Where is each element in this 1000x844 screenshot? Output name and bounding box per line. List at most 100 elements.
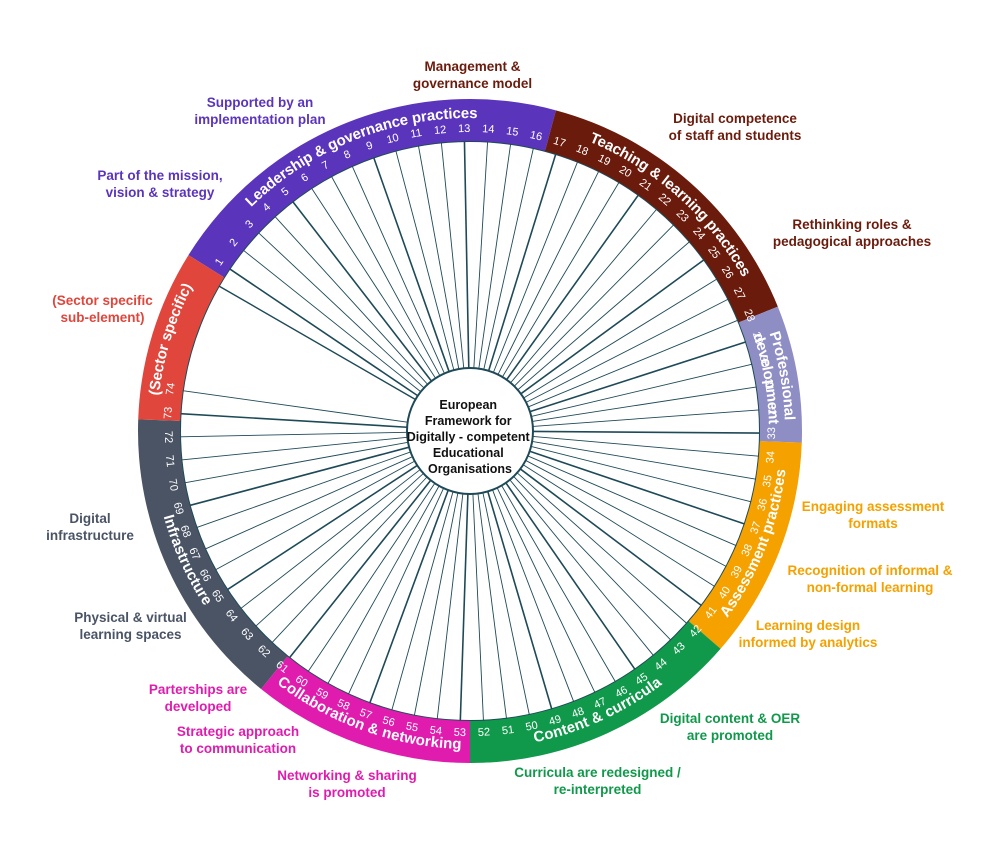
spoke (395, 150, 455, 371)
center-line-3: Digitally - competent (407, 430, 531, 444)
spoke (487, 153, 557, 372)
spoke (532, 386, 757, 422)
spoke (509, 479, 654, 656)
element-number: 34 (764, 451, 777, 464)
element-number: 33 (766, 427, 778, 439)
spoke (459, 493, 469, 721)
annotation-curricula: Curricula are redesigned / re-interprete… (514, 765, 681, 797)
element-number: 61 (273, 659, 290, 676)
center-title: European Framework for Digitally - compe… (407, 398, 533, 476)
spoke (529, 341, 747, 413)
annotation-sector-sub: (Sector specific sub-element) (52, 293, 153, 325)
spoke (472, 493, 484, 721)
element-number: 7 (320, 159, 331, 172)
spoke (255, 473, 424, 627)
annotation-implementation: Supported by an implementation plan (194, 95, 326, 127)
element-number: 32 (765, 403, 778, 416)
element-number: 51 (501, 724, 515, 737)
element-number: 20 (617, 164, 634, 181)
spoke (204, 456, 413, 550)
element-number: 15 (505, 125, 519, 139)
spoke (347, 488, 444, 695)
spoke (532, 441, 757, 480)
spoke (196, 451, 411, 528)
annotation-rethinking: Rethinking roles & pedagogical approache… (772, 217, 932, 249)
spoke (505, 482, 636, 670)
element-number: 11 (410, 127, 423, 141)
spoke (519, 468, 703, 607)
spoke (391, 491, 454, 711)
spoke (477, 493, 507, 719)
element-number: 74 (164, 382, 178, 396)
spoke (292, 201, 433, 382)
element-number: 21 (637, 177, 654, 194)
spoke (218, 285, 416, 401)
element-number: 41 (703, 604, 720, 621)
sector-leadership (188, 98, 556, 278)
spoke (243, 249, 422, 393)
element-number: 47 (592, 695, 608, 711)
element-number: 26 (719, 264, 736, 281)
spoke (482, 492, 530, 715)
element-number: 17 (552, 135, 567, 150)
annotation-recognition: Recognition of informal & non-formal lea… (787, 563, 953, 595)
element-number: 12 (433, 124, 446, 137)
element-number: 56 (381, 714, 396, 729)
element-number: 29 (750, 331, 765, 346)
sector-infrastructure (138, 419, 288, 690)
spoke (372, 157, 450, 372)
spoke (516, 472, 688, 624)
element-number: 64 (223, 607, 240, 624)
element-number: 13 (458, 123, 470, 135)
center-line-2: Framework for (425, 414, 512, 428)
spoke (513, 224, 675, 387)
annotation-management: Management & governance model (412, 59, 533, 91)
spoke (180, 431, 408, 438)
spokes (180, 141, 760, 721)
spoke (530, 445, 752, 503)
spoke (529, 450, 745, 525)
center-line-4: Educational (433, 446, 504, 460)
spoke (184, 441, 409, 484)
spoke (483, 147, 534, 370)
spoke (525, 298, 729, 403)
annotation-digital-competence: Digital competence of staff and students (668, 111, 802, 143)
spoke (327, 485, 440, 684)
sector-sector (138, 255, 225, 421)
element-number: 36 (756, 497, 771, 512)
spoke (527, 455, 737, 547)
spoke (528, 319, 739, 408)
element-number: 50 (525, 719, 539, 733)
element-number: 18 (574, 143, 590, 159)
element-number: 8 (342, 148, 352, 161)
element-number: 35 (761, 474, 775, 488)
element-number: 38 (739, 542, 755, 558)
annotation-digital-content: Digital content & OER are promoted (659, 711, 801, 743)
element-number: 54 (429, 724, 443, 737)
element-number: 57 (358, 707, 374, 722)
element-number: 65 (209, 588, 226, 605)
spoke (229, 268, 419, 397)
element-number: 69 (171, 501, 186, 516)
element-number: 44 (653, 656, 670, 673)
spoke (532, 436, 759, 457)
element-number: 14 (482, 123, 495, 136)
center-hub (406, 367, 534, 495)
spoke (413, 492, 459, 716)
spoke (523, 278, 718, 399)
spoke (463, 141, 470, 369)
spoke (522, 464, 715, 587)
element-number: 66 (197, 567, 213, 583)
element-number: 45 (633, 671, 650, 688)
spoke (532, 430, 760, 434)
element-number: 68 (178, 524, 193, 540)
spoke (240, 469, 421, 609)
element-number: 27 (731, 286, 747, 302)
element-number: 67 (186, 546, 202, 562)
spoke (501, 485, 616, 683)
spoke (351, 165, 445, 374)
element-number: 9 (365, 139, 375, 152)
element-number: 16 (529, 129, 544, 143)
